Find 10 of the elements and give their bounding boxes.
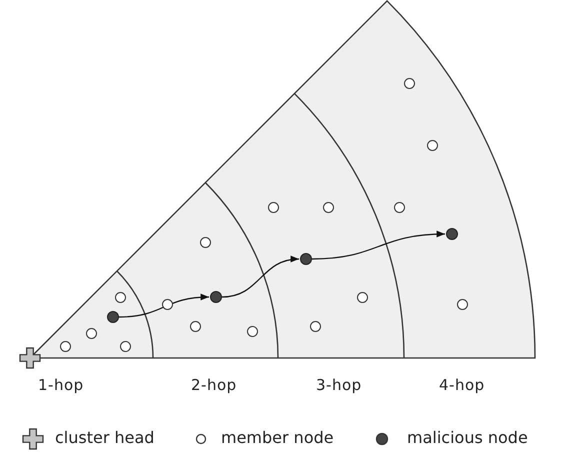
arrow bbox=[118, 294, 210, 318]
hop-label: 2-hop bbox=[191, 376, 237, 394]
legend-label: malicious node bbox=[407, 428, 528, 447]
hop-label: 3-hop bbox=[316, 376, 362, 394]
arrow bbox=[222, 256, 300, 298]
arrow bbox=[312, 230, 446, 260]
hop-label: 4-hop bbox=[439, 376, 485, 394]
legend-label: member node bbox=[221, 428, 334, 447]
legend-label: cluster head bbox=[55, 428, 154, 447]
hop-label: 1-hop bbox=[38, 376, 84, 394]
